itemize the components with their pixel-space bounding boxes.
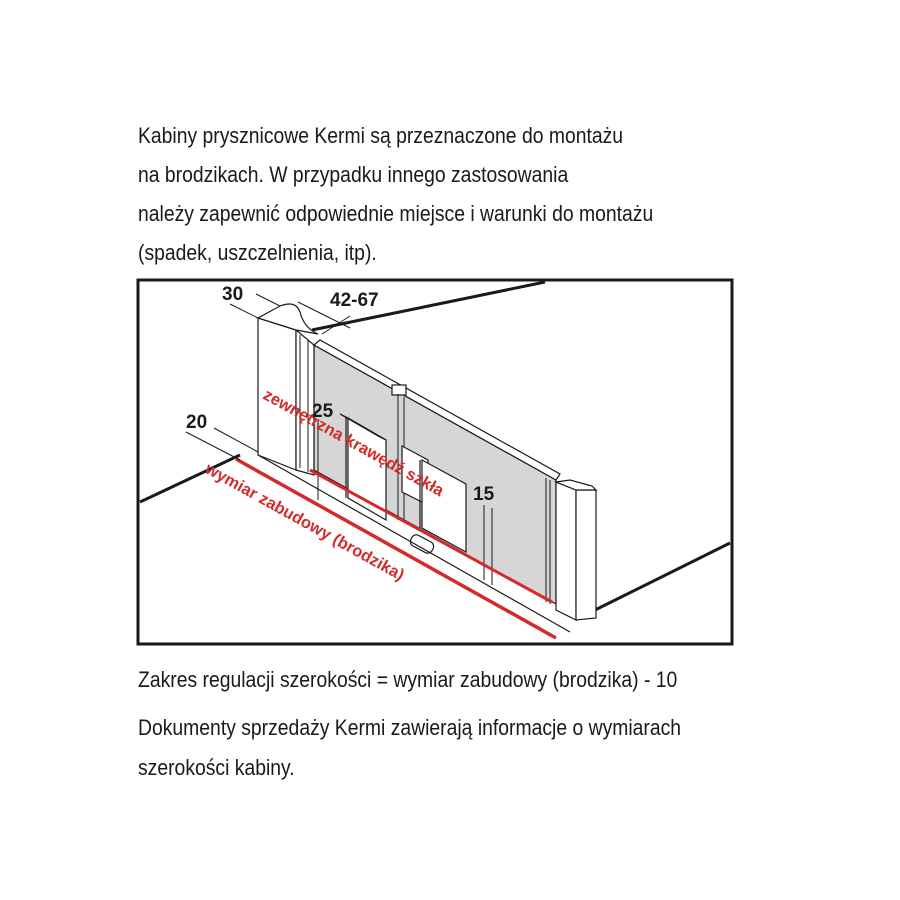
dim-42-67-ext xyxy=(321,315,351,335)
intro-line: na brodzikach. W przypadku innego zastos… xyxy=(138,162,569,187)
door-handle-left-top xyxy=(339,413,387,441)
dim-20-text: 20 xyxy=(186,412,207,433)
dim-42-67-ext xyxy=(297,301,351,329)
dim-20-ext xyxy=(185,431,241,461)
dim-20-ext xyxy=(213,427,259,453)
wall-profile-right-front xyxy=(575,489,597,621)
floor-edge-right xyxy=(594,541,731,612)
wall-profile-top-curve xyxy=(256,303,319,335)
sales-documents-note: Dokumenty sprzedaży Kermi zawierają info… xyxy=(138,708,681,788)
floor-edge-left xyxy=(139,453,241,504)
note-line: Dokumenty sprzedaży Kermi zawierają info… xyxy=(138,715,682,740)
intro-line: należy zapewnić odpowiednie miejsce i wa… xyxy=(138,201,654,226)
top-rail xyxy=(312,339,561,481)
dim-30-ext xyxy=(255,293,281,307)
red-installation-line xyxy=(235,457,557,640)
dim-15-text: 15 xyxy=(473,484,495,505)
dim-30-ext xyxy=(229,303,259,319)
intro-line: Kabiny prysznicowe Kermi są przeznaczone… xyxy=(138,123,624,148)
note-line: szerokości kabiny. xyxy=(138,755,295,780)
wall-profile-right xyxy=(555,481,577,621)
intro-line: (spadek, uszczelnienia, itp). xyxy=(138,240,377,265)
floor-edge-base xyxy=(257,454,571,633)
intro-paragraph: Kabiny prysznicowe Kermi są przeznaczone… xyxy=(138,116,653,272)
width-adjustment-formula: Zakres regulacji szerokości = wymiar zab… xyxy=(138,667,678,692)
dim-30-text: 30 xyxy=(222,284,243,305)
dim-42-67-text: 42-67 xyxy=(330,290,379,311)
wall-profile-right-top xyxy=(553,479,598,491)
red-glass-edge-line xyxy=(309,468,553,604)
door-handle-right xyxy=(421,458,467,554)
dim-25-text: 25 xyxy=(312,401,334,422)
wall-edge-top xyxy=(311,280,546,332)
rail-connector xyxy=(391,384,407,396)
bottom-seal xyxy=(409,534,435,554)
